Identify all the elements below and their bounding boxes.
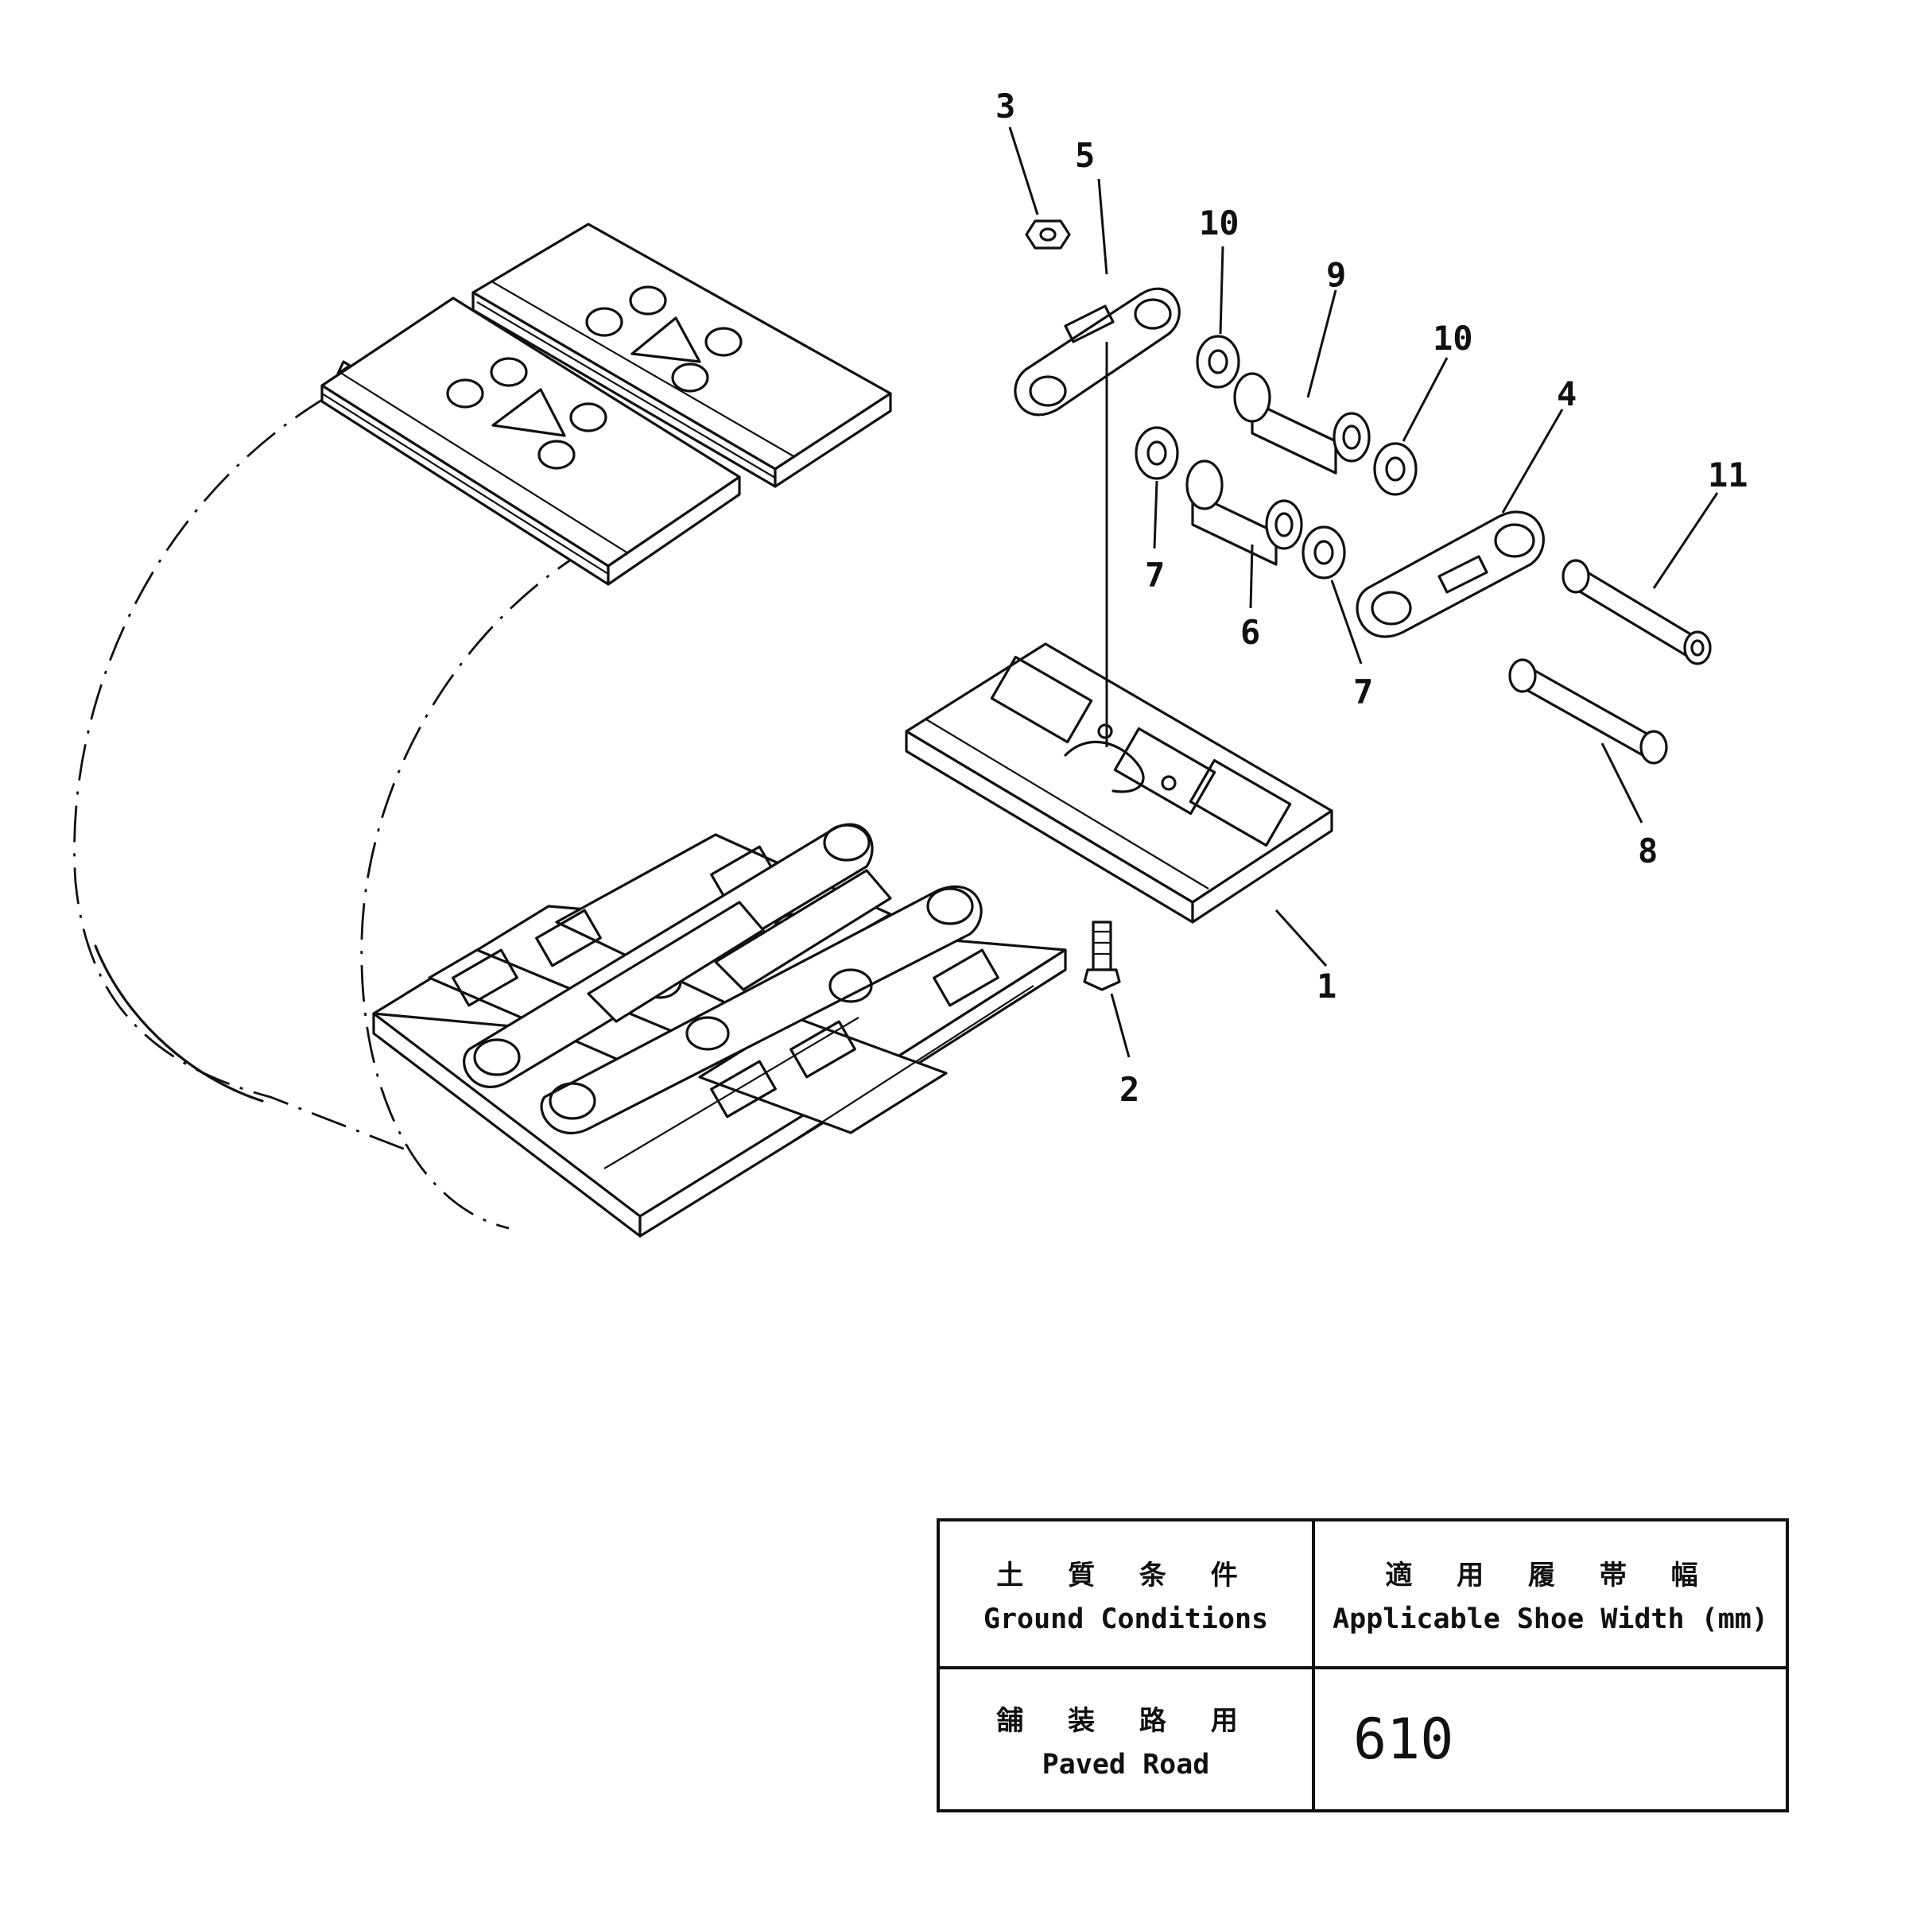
callout-10b: 10	[1433, 319, 1473, 358]
part-11-pin	[1562, 559, 1712, 665]
part-7-seal-left	[1135, 426, 1179, 480]
callout-2: 2	[1119, 1070, 1139, 1109]
header-shoe-width-cjk: 適 用 履 帯 幅	[1385, 1559, 1716, 1591]
lower-track-assembly	[372, 823, 1067, 1238]
part-4-link	[1356, 510, 1545, 638]
header-ground-conditions-en: Ground Conditions	[983, 1603, 1269, 1635]
header-shoe-width: 適 用 履 帯 幅 Applicable Shoe Width (mm)	[1315, 1521, 1786, 1666]
upper-track-shoes	[320, 223, 892, 586]
row-paved-road-condition: 舗 装 路 用 Paved Road	[940, 1669, 1312, 1809]
shoe-width-value: 610	[1353, 1707, 1454, 1772]
callout-6: 6	[1240, 613, 1260, 652]
callout-labels: 3 5 10 9 10 4 11 7 6 7 8 1 2	[995, 87, 1748, 1109]
part-1-track-shoe	[905, 642, 1333, 924]
callout-9: 9	[1326, 255, 1346, 294]
callout-5: 5	[1075, 136, 1095, 175]
part-2-bolt	[1083, 921, 1121, 991]
part-5-link	[1014, 287, 1181, 417]
part-3-nut	[1025, 219, 1071, 250]
callout-4: 4	[1557, 374, 1577, 413]
paved-road-cjk: 舗 装 路 用	[996, 1704, 1255, 1737]
track-loop-outline	[73, 396, 589, 1230]
callout-7a: 7	[1145, 556, 1165, 595]
part-8-pin	[1508, 658, 1668, 765]
callout-1: 1	[1317, 967, 1336, 1006]
callout-7b: 7	[1353, 673, 1373, 711]
callout-11: 11	[1708, 455, 1748, 494]
table-horizontal-divider	[940, 1666, 1786, 1669]
header-shoe-width-en: Applicable Shoe Width (mm)	[1333, 1603, 1768, 1635]
header-ground-conditions: 土 質 条 件 Ground Conditions	[940, 1521, 1312, 1666]
part-10-seal-right	[1373, 442, 1418, 496]
part-9-bushing	[1233, 372, 1371, 475]
part-6-bushing	[1185, 459, 1303, 566]
part-10-seal-upper	[1196, 335, 1240, 389]
callout-8: 8	[1638, 831, 1658, 870]
header-ground-conditions-cjk: 土 質 条 件	[996, 1559, 1255, 1591]
callout-3: 3	[995, 87, 1015, 126]
part-7-seal-right	[1302, 525, 1346, 580]
leader-lines	[1008, 126, 1719, 1058]
callout-10a: 10	[1199, 204, 1240, 242]
shoe-width-table: 土 質 条 件 Ground Conditions 適 用 履 帯 幅 Appl…	[937, 1518, 1789, 1812]
row-paved-road-width: 610	[1315, 1669, 1786, 1809]
paved-road-en: Paved Road	[1042, 1748, 1210, 1781]
table-vertical-divider	[1312, 1521, 1315, 1809]
